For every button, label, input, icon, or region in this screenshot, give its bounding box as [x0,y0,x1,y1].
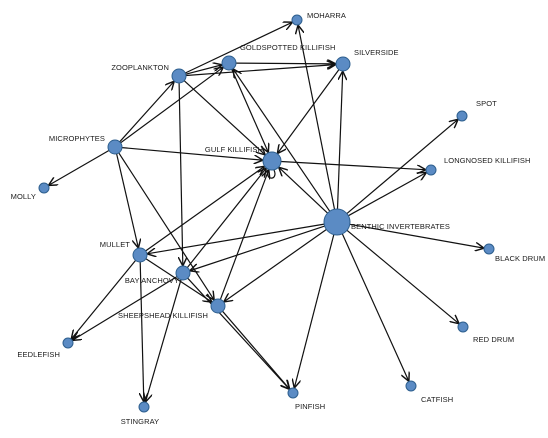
node-label-gulf: GULF KILLIFISH [205,145,263,154]
node-label-goldspotted: GOLDSPOTTED KILLIFISH [240,43,335,52]
edge-benthic-to-bayanchovy [191,225,325,270]
node-zooplankton [171,68,187,84]
edge-zooplankton-to-moharra [185,23,291,74]
node-label-silverside: SILVERSIDE [354,48,399,57]
node-label-molly: MOLLY [11,192,36,201]
node-catfish [405,380,417,392]
nodes-layer [38,14,495,413]
node-longnosed [425,164,437,176]
node-moharra [291,14,303,26]
edge-benthic-to-blackdrum [349,223,483,248]
edge-benthic-to-catfish [341,233,408,381]
edge-benthic-to-mullet [148,223,325,254]
edge-benthic-to-moharra [298,26,336,210]
edge-microphytes-to-mullet [116,153,139,247]
node-mullet [132,247,148,263]
node-label-eedlefish: EEDLEFISH [17,350,60,359]
node-bayanchovy [175,265,191,281]
node-microphytes [107,139,123,155]
node-sheepshead [210,298,226,314]
edge-microphytes-to-molly [49,149,110,186]
node-silverside [335,56,351,72]
edge-benthic-to-pinfish [295,234,335,388]
edge-benthic-to-spot [346,120,458,215]
edge-microphytes-to-gulf [121,147,262,161]
node-label-sheepshead: SHEEPSHEAD KILLIFISH [118,311,208,320]
edge-goldspotted-to-silverside [235,63,335,64]
node-label-zooplankton: ZOOPLANKTON [111,63,169,72]
node-stingray [138,401,150,413]
node-label-spot: SPOT [476,99,497,108]
node-molly [38,182,50,194]
labels-layer: MOHARRA GOLDSPOTTED KILLIFISH ZOOPLANKTON S… [11,11,545,426]
node-label-stingray: STINGRAY [121,417,160,426]
edge-microphytes-to-goldspotted [120,68,223,144]
edge-mullet-to-gulf [145,167,264,252]
edge-bayanchovy-to-stingray [146,279,182,402]
edge-microphytes-to-zooplankton [119,82,174,143]
edge-sheepshead-to-pinfish [222,310,290,388]
edge-zooplankton-to-bayanchovy [179,82,183,265]
edge-gulf-to-gulf [267,168,276,179]
node-label-microphytes: MICROPHYTES [49,134,105,143]
edge-benthic-to-goldspotted [234,70,331,212]
node-label-catfish: CATFISH [421,395,453,404]
node-pinfish [287,387,299,399]
edge-benthic-to-reddrum [346,229,458,323]
node-goldspotted [221,55,237,71]
edge-benthic-to-gulf [279,168,328,214]
edge-goldspotted-to-gulf [231,69,268,151]
node-blackdrum [483,243,495,255]
edge-silverside-to-gulf [278,69,340,153]
node-label-moharra: MOHARRA [307,11,346,20]
node-label-blackdrum: BLACK DRUM [495,254,545,263]
edge-mullet-to-eedlefish [72,260,137,338]
node-gulf [262,151,282,171]
edge-sheepshead-to-gulf [219,170,268,300]
edge-zooplankton-to-silverside [185,65,335,77]
node-label-bayanchovy: BAY ANCHOVY [125,276,179,285]
node-label-pinfish: PINFISH [295,402,325,411]
edge-benthic-to-sheepshead [225,229,327,302]
edge-benthic-to-silverside [336,72,343,210]
edge-bayanchovy-to-gulf [186,169,265,268]
node-label-reddrum: RED DRUM [473,335,514,344]
edge-mullet-to-stingray [140,261,144,401]
node-reddrum [457,321,469,333]
node-label-longnosed: LONGNOSED KILLIFISH [444,156,531,165]
edge-gulf-to-longnosed [280,160,425,170]
node-label-mullet: MULLET [100,240,131,249]
edge-zooplankton-to-goldspotted [185,65,222,75]
edge-bayanchovy-to-pinfish [187,277,289,388]
node-benthic [323,208,351,236]
edges-layer [49,23,483,402]
edge-microphytes-to-sheepshead [118,152,214,299]
node-spot [456,110,468,122]
edge-bayanchovy-to-eedlefish [73,276,178,340]
edge-zooplankton-to-gulf [183,80,264,155]
node-eedlefish [62,337,74,349]
edge-benthic-to-longnosed [348,173,425,217]
node-label-benthic: BENTHIC INVERTEBRATES [351,222,450,231]
edge-mullet-to-sheepshead [145,258,211,302]
